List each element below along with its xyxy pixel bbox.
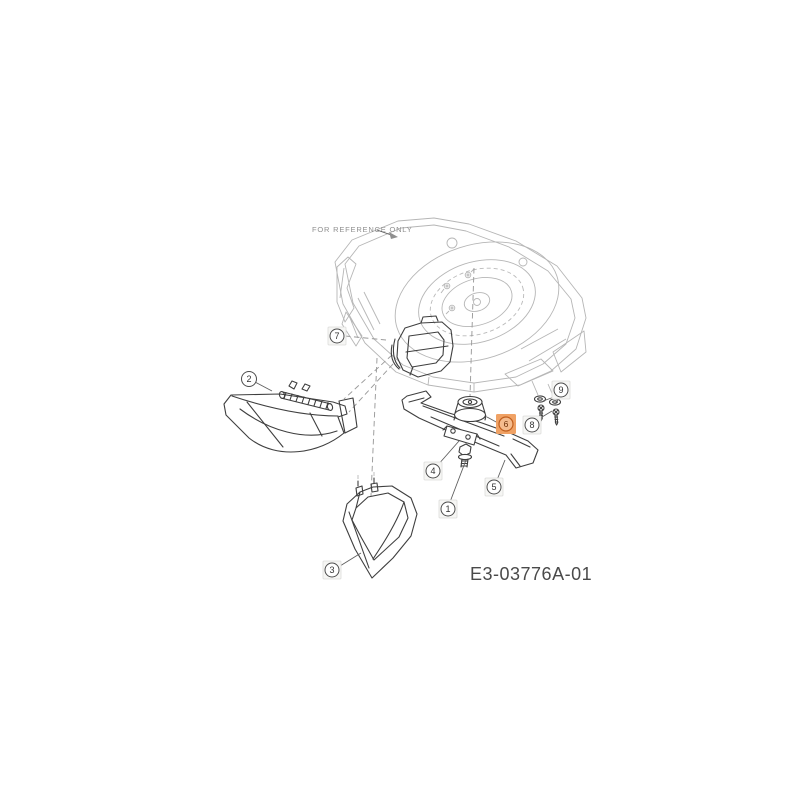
drawing-number: E3-03776A-01 [470,564,592,584]
mulch-plug-drawing [342,471,418,579]
discharge-cover-drawing [390,315,454,378]
callout-8-number: 8 [529,420,534,430]
blade-bolt-drawing [457,443,473,468]
callout-4: 4 [423,461,443,481]
reference-note-text: FOR REFERENCE ONLY [312,225,413,234]
callout-6-number: 6 [504,419,509,429]
callout-8: 8 [522,415,542,435]
callout-6-highlighted: 6 [496,414,516,434]
callout-2-number: 2 [246,374,251,384]
callout-1-number: 1 [445,504,450,514]
callout-4-number: 4 [430,466,435,476]
callout-7: 7 [327,326,347,346]
reference-note-arrowhead [389,232,398,239]
callout-9-number: 9 [558,385,563,395]
callout-2: 2 [241,371,257,387]
callout-5-number: 5 [491,482,496,492]
callout-5: 5 [484,477,504,497]
callout-1: 1 [438,499,458,519]
blade-housing-circles [394,241,560,363]
callout-3-number: 3 [329,565,334,575]
callout-3: 3 [322,560,342,580]
callout-9: 9 [551,380,571,400]
blade-drawing [401,390,539,469]
callout-leader-lines [254,381,561,567]
blade-adapter-drawing [442,425,481,446]
reference-note: FOR REFERENCE ONLY [312,225,413,239]
callout-6-circle [498,416,514,432]
assembly-dash-lines [343,267,475,497]
callout-7-number: 7 [334,331,339,341]
blade-bell-support-drawing [453,395,487,423]
reference-deck-drawing [334,217,587,399]
deck-bolt-details [440,268,475,315]
side-discharge-chute-drawing [223,380,358,453]
